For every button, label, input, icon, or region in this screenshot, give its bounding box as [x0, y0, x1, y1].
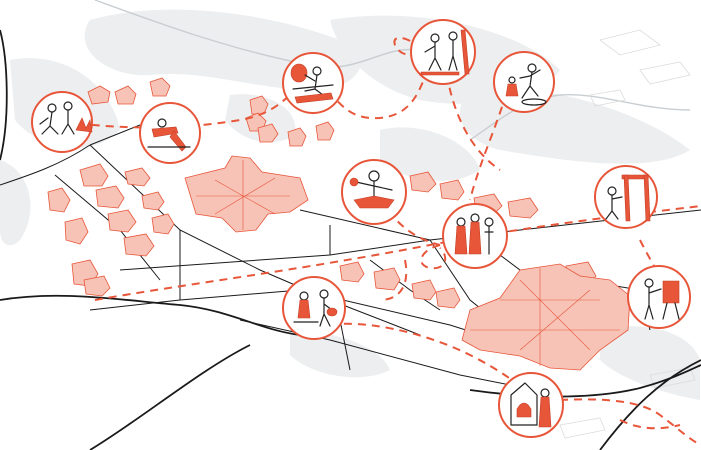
campfire-gathering-icon [31, 91, 93, 153]
ice-skating-icon [493, 51, 555, 113]
painter-easel-icon [627, 265, 691, 329]
bread-oven-icon [498, 372, 564, 438]
main-hall-west [184, 155, 309, 233]
folk-dancer-icon [341, 159, 407, 225]
paddle-boat-icon [282, 52, 344, 114]
cottage-group [47, 77, 597, 309]
yoga-stretch-icon [139, 102, 201, 164]
folk-choir-icon [442, 203, 508, 269]
skiing-icon [410, 19, 476, 85]
main-hall-east [461, 263, 631, 371]
pottery-workshop-icon [282, 276, 346, 340]
weaving-loom-icon [594, 165, 658, 229]
